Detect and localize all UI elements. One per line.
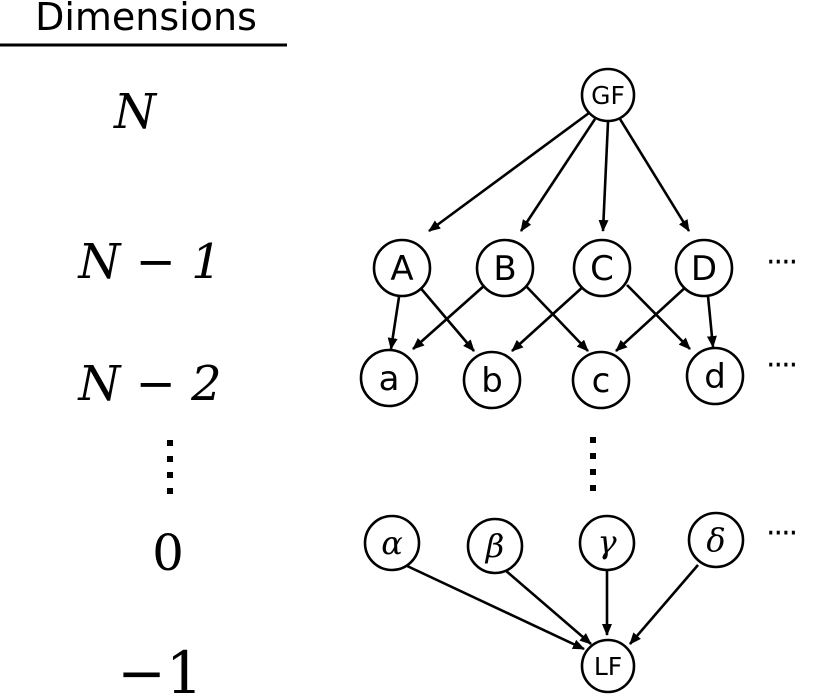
node-C-label: C — [590, 249, 614, 289]
node-delta-circle — [687, 511, 745, 569]
node-D-label: D — [691, 249, 717, 289]
row-continuation-upper: ···· — [766, 245, 796, 280]
node-b-label: b — [481, 361, 503, 401]
node-circles — [359, 67, 745, 694]
level-label-n-minus-1: N − 1 — [77, 234, 221, 290]
dimensions-header: Dimensions — [35, 0, 257, 39]
edge-d-d — [706, 295, 717, 348]
node-alpha-circle — [363, 514, 421, 572]
edge-d-c — [615, 284, 689, 352]
edge-c-b — [511, 284, 586, 352]
node-A-label: A — [390, 249, 413, 289]
edges — [387, 111, 717, 651]
edge-alpha-lf — [404, 563, 585, 651]
edge-gf-b — [519, 118, 597, 232]
node-delta-label: δ — [706, 521, 725, 559]
edge-gf-c — [598, 121, 610, 232]
edge-b-a — [412, 284, 486, 350]
edge-gf-a — [428, 111, 590, 233]
node-alpha-label: α — [381, 524, 403, 562]
node-B-circle — [475, 238, 535, 298]
node-a-circle — [359, 348, 419, 408]
level-label-minus-1: −1 — [117, 639, 203, 696]
level-label-zero: 0 — [152, 524, 184, 582]
edge-beta-lf — [504, 569, 592, 645]
edge-delta-lf — [629, 564, 699, 645]
node-D-circle — [674, 238, 734, 298]
node-gamma-label: γ — [597, 523, 617, 561]
node-c-circle — [571, 350, 631, 410]
node-a-label: a — [379, 359, 400, 399]
node-beta-label: β — [485, 527, 505, 565]
node-b-circle — [462, 350, 522, 410]
edge-c-d — [626, 284, 691, 350]
row-continuation-greek: ···· — [766, 516, 796, 551]
node-d-circle — [685, 346, 745, 406]
node-C-circle — [572, 238, 632, 298]
node-beta-circle — [466, 517, 524, 575]
edge-b-c — [524, 284, 589, 352]
edge-a-a — [387, 296, 401, 350]
node-A-circle — [372, 238, 432, 298]
node-B-label: B — [493, 249, 516, 289]
node-lf-label: LF — [594, 652, 622, 681]
graph-vertical-ellipsis — [590, 437, 596, 491]
edge-gf-d — [618, 118, 691, 232]
node-d-label: d — [704, 357, 726, 397]
node-gf-circle — [580, 67, 636, 123]
row-continuation: ···· ···· ···· — [766, 245, 798, 551]
node-c-label: c — [592, 361, 611, 401]
node-gamma-circle — [578, 514, 636, 572]
level-vertical-ellipsis — [167, 440, 173, 494]
node-gf-label: GF — [591, 81, 625, 110]
node-labels: GF A B C D a b c d α β γ δ LF — [379, 81, 726, 681]
node-lf-circle — [580, 638, 636, 694]
level-label-n: N — [113, 84, 158, 140]
level-label-n-minus-2: N − 2 — [77, 356, 221, 412]
row-continuation-lower: ···· — [766, 348, 796, 383]
